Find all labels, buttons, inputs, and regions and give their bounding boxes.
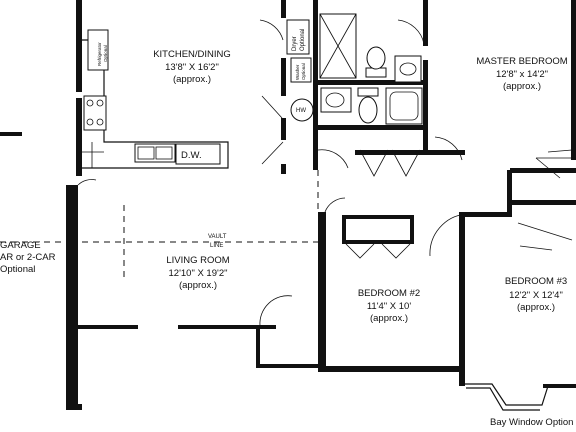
toilet-icon — [365, 46, 387, 78]
water-heater-label: HW — [296, 108, 306, 114]
svg-text:GARAGE: GARAGE — [0, 240, 41, 251]
refrigerator-optional: Optional — [103, 45, 108, 62]
bay-window-label: Bay Window Option — [490, 417, 573, 428]
svg-text:11'4" X 10': 11'4" X 10' — [367, 301, 412, 312]
range-icon — [83, 95, 107, 131]
svg-text:12'10" X 19'2": 12'10" X 19'2" — [169, 268, 228, 279]
dryer-icon: Dryer Optional — [286, 19, 310, 55]
kitchen-label: KITCHEN/DINING 13'8" X 16'2" (approx.) — [153, 49, 231, 85]
svg-text:KITCHEN/DINING: KITCHEN/DINING — [153, 49, 231, 60]
svg-text:(approx.): (approx.) — [517, 302, 555, 313]
dishwasher-icon: D.W. — [175, 143, 221, 165]
dryer-label: Dryer — [292, 36, 298, 51]
kitchen-sink-icon — [134, 143, 176, 163]
svg-text:(approx.): (approx.) — [370, 313, 408, 324]
washer-icon: Washer Optional — [290, 57, 312, 83]
vault-line-label: VAULT LINE — [208, 234, 227, 249]
bay-window-icon — [462, 383, 549, 411]
svg-text:(approx.): (approx.) — [173, 74, 211, 85]
bath-sink-icon — [394, 55, 422, 83]
svg-text:VAULT: VAULT — [208, 234, 227, 240]
bedroom-3-label: BEDROOM #3 12'2" X 12'4" (approx.) — [505, 276, 567, 313]
svg-text:12'8" x 14'2": 12'8" x 14'2" — [496, 69, 548, 80]
washer-label: Washer — [295, 64, 300, 80]
door-swings — [77, 19, 576, 327]
svg-text:LIVING ROOM: LIVING ROOM — [166, 255, 229, 266]
svg-text:(approx.): (approx.) — [503, 81, 541, 92]
living-room-label: LIVING ROOM 12'10" X 19'2" (approx.) — [166, 255, 229, 291]
svg-text:AR or 2-CAR: AR or 2-CAR — [0, 252, 56, 263]
refrigerator-icon: Refrigerator Optional — [87, 29, 109, 71]
svg-text:Optional: Optional — [0, 264, 35, 275]
svg-text:LINE: LINE — [210, 243, 223, 249]
svg-text:BEDROOM #2: BEDROOM #2 — [358, 288, 420, 299]
dishwasher-label: D.W. — [181, 150, 202, 161]
svg-text:BEDROOM #3: BEDROOM #3 — [505, 276, 567, 287]
shower-icon — [319, 13, 357, 79]
walls — [0, 0, 576, 410]
water-heater-icon: HW — [290, 98, 314, 122]
svg-text:13'8" X 16'2": 13'8" X 16'2" — [165, 62, 219, 73]
bedroom-2-label: BEDROOM #2 11'4" X 10' (approx.) — [358, 288, 420, 324]
garage-label: GARAGE AR or 2-CAR Optional — [0, 240, 56, 275]
svg-text:12'2" X 12'4": 12'2" X 12'4" — [509, 290, 563, 301]
bath-sink-icon — [320, 87, 352, 113]
master-bedroom-label: MASTER BEDROOM 12'8" x 14'2" (approx.) — [476, 56, 567, 92]
washer-optional: Optional — [301, 63, 306, 80]
bathtub-icon — [385, 87, 423, 125]
dryer-optional: Optional — [300, 29, 306, 51]
svg-text:(approx.): (approx.) — [179, 280, 217, 291]
svg-text:MASTER BEDROOM: MASTER BEDROOM — [476, 56, 567, 67]
toilet-icon — [357, 87, 379, 124]
refrigerator-label: Refrigerator — [97, 42, 102, 66]
